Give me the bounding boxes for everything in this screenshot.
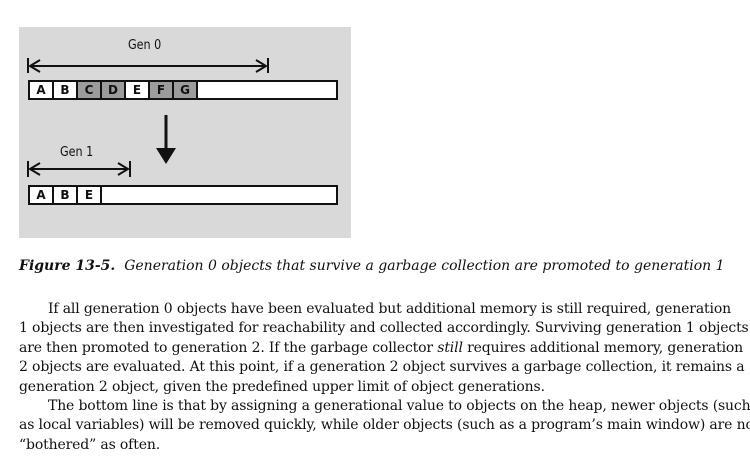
paragraph-2: The bottom line is that by assigning a g… — [19, 397, 750, 455]
heap-object-cell: F — [150, 82, 174, 98]
heap-object-cell: D — [102, 82, 126, 98]
paragraph-1-line: are then promoted to generation 2. If th… — [19, 339, 743, 358]
heap-object-cell: A — [30, 187, 54, 203]
heap-object-cell: C — [78, 82, 102, 98]
figure-caption: Figure 13-5. Generation 0 objects that s… — [19, 258, 739, 274]
text-run: are then promoted to generation 2. If th… — [19, 339, 438, 356]
heap-object-cell: B — [54, 187, 78, 203]
heap-object-cell: A — [30, 82, 54, 98]
caption-text: Generation 0 objects that survive a garb… — [124, 258, 725, 274]
heap-free-space — [198, 82, 336, 98]
text-run: requires additional memory, generation — [462, 339, 744, 356]
body-text: If all generation 0 objects have been ev… — [19, 300, 750, 455]
gen0-range-arrow — [27, 58, 269, 73]
figure-number: Figure 13-5. — [19, 258, 116, 274]
paragraph-1: If all generation 0 objects have been ev… — [19, 300, 749, 397]
paragraph-2-line: as local variables) will be removed quic… — [19, 417, 750, 434]
paragraph-1-line: generation 2 object, given the predefine… — [19, 378, 545, 395]
gen1-label: Gen 1 — [60, 145, 94, 160]
gen0-label: Gen 0 — [128, 38, 162, 53]
paragraph-2-line: “bothered” as often. — [19, 436, 160, 453]
gen1-range-arrow — [27, 161, 131, 177]
paragraph-1-line: 2 objects are evaluated. At this point, … — [19, 359, 745, 376]
paragraph-2-line: The bottom line is that by assigning a g… — [48, 398, 750, 415]
paragraph-1-line: If all generation 0 objects have been ev… — [48, 301, 731, 317]
promotion-down-arrow — [156, 115, 176, 164]
heap-object-cell: E — [78, 187, 102, 203]
heap-object-cell: B — [54, 82, 78, 98]
heap-object-cell: G — [174, 82, 198, 98]
heap-object-cell: E — [126, 82, 150, 98]
paragraph-1-line: 1 objects are then investigated for reac… — [19, 320, 749, 337]
heap-free-space — [102, 187, 336, 203]
emphasis-still: still — [437, 339, 463, 356]
